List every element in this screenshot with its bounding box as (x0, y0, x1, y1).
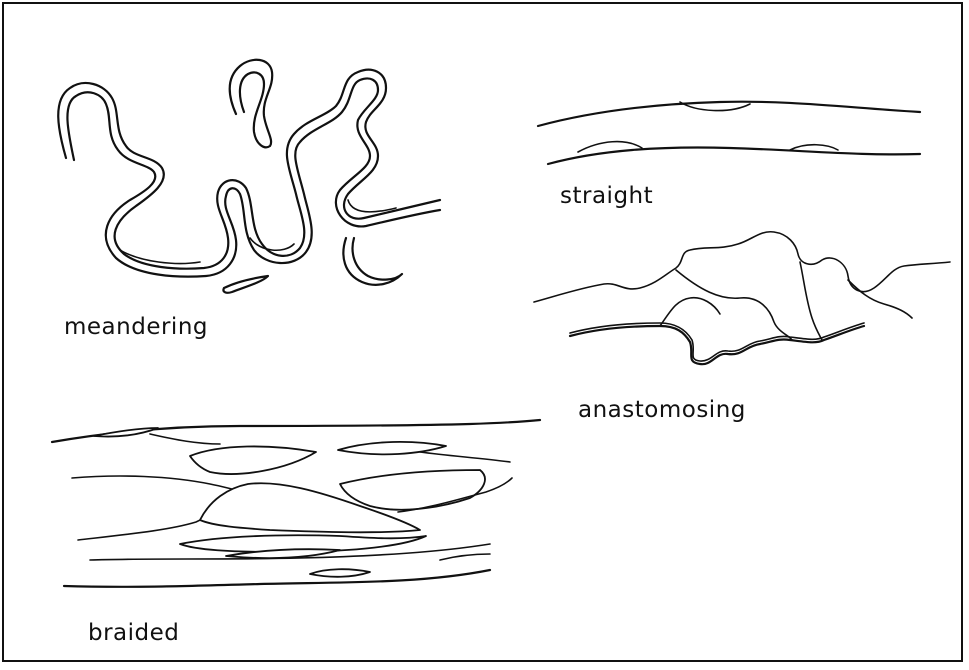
braided-thread-7 (440, 554, 490, 560)
braided-label: braided (88, 620, 179, 646)
anastomosing-link-1 (676, 270, 792, 340)
meandering-point-bar-2 (250, 238, 294, 250)
anastomosing-channel-lower (570, 326, 864, 364)
anastomosing-link-2 (800, 262, 822, 340)
braided-bar-2 (190, 446, 316, 474)
meandering-oxbow-lake-1 (230, 60, 272, 147)
anastomosing-label: anastomosing (578, 397, 746, 423)
anastomosing-link-4 (660, 298, 720, 326)
braided-bar-8 (310, 569, 370, 577)
meandering-point-bar-1 (120, 250, 200, 264)
meandering-oxbow-lake-3 (223, 276, 268, 293)
meandering-oxbow-lake-2 (343, 238, 402, 285)
meandering-point-bar-3 (348, 200, 396, 212)
braided-thread-6 (420, 452, 510, 462)
straight-channel-lower-bank (548, 148, 920, 164)
meandering-channel-inner (67, 78, 440, 276)
anastomosing-channel-upper-fill (534, 234, 950, 304)
straight-channel-upper-bank (538, 102, 920, 126)
braided-thread-4 (150, 434, 220, 444)
braided-bar-1 (94, 428, 158, 437)
straight-channel (538, 102, 920, 164)
meandering-channel (58, 60, 440, 293)
anastomosing-channel-upper-edge (534, 232, 950, 302)
braided-channel (52, 420, 540, 587)
braided-lower-bank (64, 570, 490, 587)
straight-label: straight (560, 183, 653, 209)
meandering-label: meandering (64, 314, 208, 340)
anastomosing-channel (534, 232, 950, 364)
straight-channel-bar-3 (790, 145, 838, 150)
braided-bar-4 (340, 470, 485, 510)
